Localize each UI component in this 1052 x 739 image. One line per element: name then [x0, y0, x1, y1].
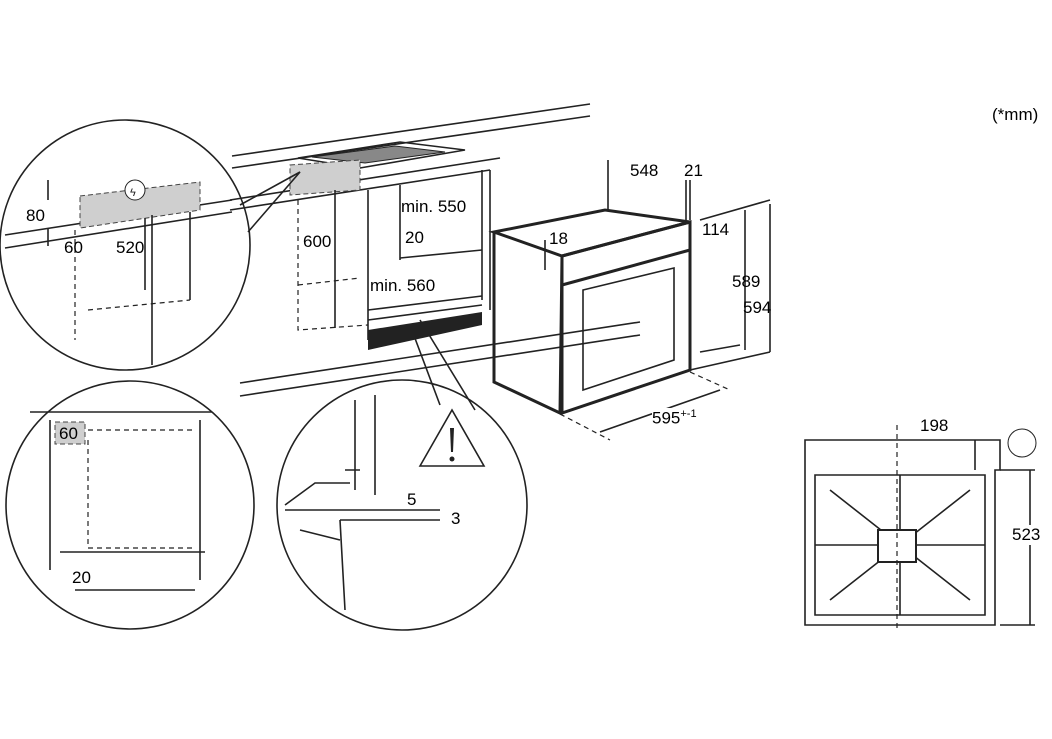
oven-width-tolerance: +-1	[680, 408, 697, 420]
electric-icon: ϟ	[130, 187, 136, 199]
top-detail-80-label: 80	[26, 206, 45, 225]
units-note: (*mm)	[992, 105, 1039, 124]
top-detail-520-label: 520	[116, 238, 145, 257]
floor-gap-label: 5	[407, 490, 417, 509]
oven-height-589-label: 589	[732, 272, 761, 291]
oven-width-value: 595	[652, 408, 681, 428]
detail-floor-circle	[276, 319, 528, 631]
cabinet-height-label: 600	[303, 232, 332, 251]
top-view-depth-label: 523	[1012, 525, 1041, 545]
cabinet	[297, 170, 491, 350]
side-detail-20-label: 20	[72, 568, 91, 587]
side-detail-60-label: 60	[59, 424, 78, 443]
cabinet-width-label: min. 560	[370, 276, 436, 295]
oven-top-view	[804, 425, 1037, 630]
oven-depth-label: 548	[630, 161, 659, 180]
top-view-offset-label: 198	[920, 416, 949, 436]
cabinet-gap-label: 20	[405, 228, 424, 247]
floor-offset-label: 3	[451, 509, 461, 528]
detail-top-circle: ϟ	[0, 119, 301, 371]
oven-panel-label: 114	[702, 220, 730, 239]
oven-front-label: 21	[684, 161, 703, 180]
oven	[488, 160, 771, 441]
cabinet-depth-label: min. 550	[401, 197, 467, 216]
detail-side-circle	[5, 380, 255, 630]
oven-height-594-label: 594	[743, 298, 772, 317]
top-detail-60-label: 60	[64, 238, 83, 257]
oven-width-label: 595+-1	[652, 408, 697, 429]
oven-top-label: 18	[549, 229, 568, 248]
